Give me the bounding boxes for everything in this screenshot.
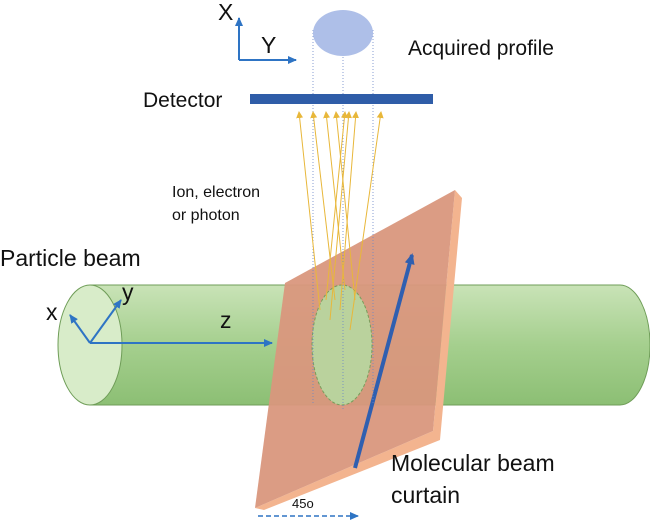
label-molecular-line2: curtain [391, 482, 460, 508]
beam-cross-section [311, 284, 373, 406]
label-axis-x: x [46, 299, 58, 325]
label-acquired-profile: Acquired profile [408, 37, 554, 60]
label-ion-line2: or photon [172, 207, 240, 224]
label-detector: Detector [143, 89, 222, 112]
xy-axes [235, 17, 297, 64]
detector-bar [250, 94, 433, 104]
particle-rays [296, 111, 384, 331]
xyz-axes [69, 299, 273, 347]
projection-lines [312, 30, 374, 410]
label-axis-z: z [220, 307, 232, 333]
label-molecular-line1: Molecular beam [391, 450, 555, 476]
label-axis-Y: Y [261, 32, 276, 58]
curtain-direction-arrow [353, 253, 415, 469]
label-axis-X: X [218, 0, 233, 25]
label-axis-y: y [122, 279, 134, 305]
acquired-profile-shape [313, 10, 373, 56]
molecular-beam-curtain [255, 190, 462, 510]
label-particle-beam: Particle beam [0, 245, 141, 271]
beam-front-face [57, 284, 123, 406]
label-ion-line1: Ion, electron [172, 184, 260, 201]
label-angle: 45o [292, 496, 314, 511]
